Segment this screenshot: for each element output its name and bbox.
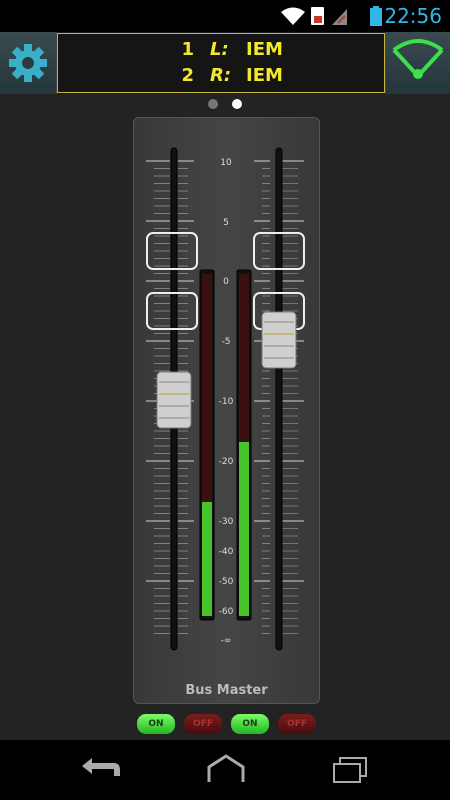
channel-display[interactable]: 1 L: IEM 2 R: IEM xyxy=(57,33,385,93)
back-icon[interactable] xyxy=(78,756,122,784)
scale-label: -10 xyxy=(219,397,234,407)
channel-number: 2 xyxy=(181,65,194,86)
bus-title: Bus Master xyxy=(185,683,268,698)
scale-label: -40 xyxy=(219,547,234,557)
scale-label: 5 xyxy=(223,218,229,228)
settings-button[interactable] xyxy=(0,32,57,94)
scale-label: -50 xyxy=(219,577,234,587)
scale-label: -20 xyxy=(219,457,234,467)
channel-name: IEM xyxy=(246,65,283,86)
on-button-right[interactable]: ON xyxy=(230,713,270,735)
fader-knob-body[interactable] xyxy=(156,371,192,429)
fader-marker-box xyxy=(146,232,198,270)
mixer-panel: 10 5 0 -5 -10 -20 -30 -40 -50 -60 -∞ Bus Master xyxy=(133,117,320,704)
scale-label: -∞ xyxy=(221,636,232,646)
scale-label: 0 xyxy=(223,277,229,287)
home-icon[interactable] xyxy=(205,754,247,784)
fader-marker-box xyxy=(253,232,305,270)
fader-marker-box xyxy=(146,292,198,330)
fader-knob-body[interactable] xyxy=(261,311,297,369)
scale-label: 10 xyxy=(220,158,232,168)
page-dot-1[interactable] xyxy=(208,99,218,109)
scale-label: -30 xyxy=(219,517,234,527)
on-button-left[interactable]: ON xyxy=(136,713,176,735)
off-button-left[interactable]: OFF xyxy=(183,713,223,735)
wifi-icon xyxy=(281,7,305,25)
level-meter-fill xyxy=(202,502,212,616)
battery-icon xyxy=(370,6,382,26)
scale-label: -60 xyxy=(219,607,234,617)
wifi-icon xyxy=(392,39,444,79)
gear-icon xyxy=(9,44,47,82)
channel-name: IEM xyxy=(246,39,283,60)
recent-apps-icon[interactable] xyxy=(330,756,370,784)
connection-button[interactable] xyxy=(385,32,450,94)
off-button-right[interactable]: OFF xyxy=(277,713,317,735)
fader-area: 10 5 0 -5 -10 -20 -30 -40 -50 -60 -∞ xyxy=(146,147,305,651)
clock: 22:56 xyxy=(384,4,442,28)
level-meter-fill xyxy=(239,442,249,616)
scale-label: -5 xyxy=(222,337,231,347)
level-meter-background xyxy=(202,274,212,616)
fader-track xyxy=(275,147,283,651)
channel-side: L: xyxy=(210,39,229,60)
channel-number: 1 xyxy=(181,39,194,60)
page-dot-2[interactable] xyxy=(232,99,242,109)
channel-side: R: xyxy=(210,65,232,86)
fader-knob[interactable] xyxy=(261,311,297,369)
sim-icon xyxy=(311,7,324,25)
signal-off-icon xyxy=(332,9,347,25)
status-bar: 22:56 xyxy=(0,0,450,32)
fader-knob[interactable] xyxy=(156,371,192,429)
navigation-bar xyxy=(0,740,450,800)
